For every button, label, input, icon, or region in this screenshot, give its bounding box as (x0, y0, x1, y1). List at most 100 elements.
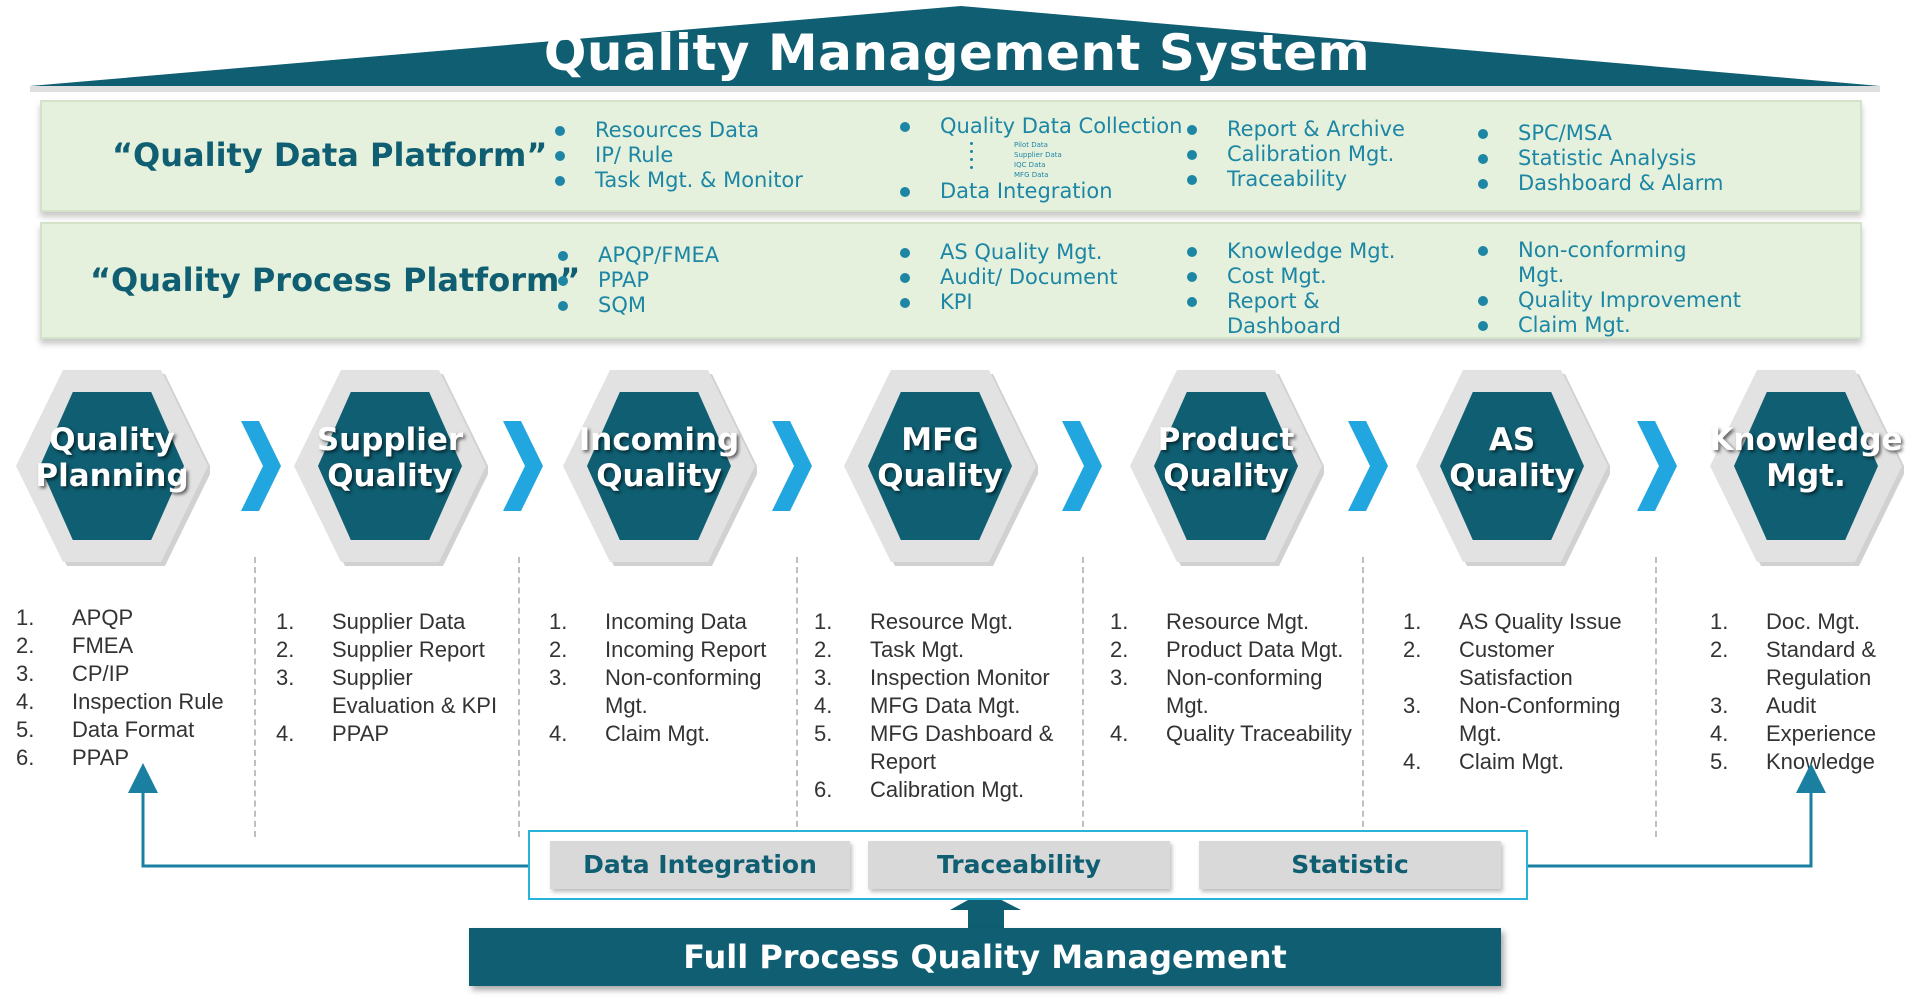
stage-items-incoming-quality: 1.Incoming Data 2.Incoming Report 3.Non-… (549, 608, 766, 748)
data-platform-item: Statistic Analysis (1473, 146, 1723, 171)
stage-item: 2.Supplier Report (276, 637, 485, 662)
stage-item: 6.Calibration Mgt. (814, 777, 1025, 802)
feature-data-integration: Data Integration (550, 841, 850, 889)
stage-item: 1.AS Quality Issue (1403, 609, 1622, 634)
stage-item: 1.Resource Mgt. (1110, 609, 1310, 634)
data-platform-item: Resources Data (550, 118, 803, 143)
stage-item: 5.Data Format (16, 717, 195, 742)
chevron-right-icon (1062, 421, 1102, 516)
stage-title-line: Quality (327, 458, 453, 494)
data-platform-title: “Quality Data Platform” (112, 136, 548, 174)
stage-item: 1.Incoming Data (549, 609, 747, 634)
chevron-right-icon (772, 421, 812, 516)
stage-items-mfg-quality: 1.Resource Mgt. 2.Task Mgt. 3.Inspection… (814, 608, 1053, 804)
stage-item: 3.Inspection Monitor (814, 665, 1050, 690)
process-platform-item: Audit/ Document (895, 265, 1118, 290)
data-collection-sources: Pilot Data Supplier Data IQC Data MFG Da… (1014, 141, 1062, 179)
process-platform-item-cont: Mgt. (1518, 263, 1565, 287)
full-process-banner: Full Process Quality Management (469, 928, 1501, 986)
stage-title-line: Incoming (578, 422, 740, 458)
data-platform-panel (40, 100, 1862, 212)
data-platform-col4: SPC/MSA Statistic Analysis Dashboard & A… (1473, 121, 1723, 196)
process-platform-panel (40, 222, 1862, 339)
stage-item: 5.MFG Dashboard &Report (814, 721, 1054, 774)
stage-item: 4.Experience (1710, 721, 1877, 746)
data-platform-item: Report & Archive (1182, 117, 1405, 142)
process-platform-item: PPAP (553, 268, 719, 293)
feature-statistic: Statistic (1199, 841, 1501, 889)
feature-traceability: Traceability (868, 841, 1170, 889)
stage-title-line: Quality (1163, 458, 1289, 494)
data-platform-item: Calibration Mgt. (1182, 142, 1405, 167)
stage-item: 3.Audit (1710, 693, 1817, 718)
stage-item: 4.PPAP (276, 721, 390, 746)
data-platform-item: Dashboard & Alarm (1473, 171, 1723, 196)
stage-item: 2.Product Data Mgt. (1110, 637, 1344, 662)
stage-title-line: Quality (596, 458, 722, 494)
process-platform-item: SQM (553, 293, 719, 318)
stage-title-line: Quality (877, 458, 1003, 494)
process-platform-title: “Quality Process Platform” (90, 261, 581, 299)
stage-title-line: Quality (1449, 458, 1575, 494)
data-platform-col2-top: Quality Data Collection (895, 114, 1182, 139)
data-platform-col2-bottom: Data Integration (895, 179, 1113, 204)
data-platform-item: Quality Data Collection (895, 114, 1182, 139)
data-platform-item: Task Mgt. & Monitor (550, 168, 803, 193)
process-platform-item: APQP/FMEA (553, 243, 719, 268)
process-platform-item: Non-conforming (1473, 238, 1741, 263)
stage-item: 5.Knowledge (1710, 749, 1875, 774)
feature-box: Data Integration Traceability Statistic (528, 830, 1528, 900)
separator (254, 557, 256, 837)
stage-title-line: Knowledge (1709, 422, 1903, 458)
process-platform-item: Knowledge Mgt. (1182, 239, 1395, 264)
stage-items-knowledge-mgt: 1.Doc. Mgt. 2.Standard &Regulation 3.Aud… (1710, 608, 1876, 776)
system-title: Quality Management System (543, 24, 1371, 82)
stage-title-line: Supplier (316, 422, 464, 458)
separator (796, 557, 798, 837)
stage-item: 6.PPAP (16, 745, 130, 770)
separator (1082, 557, 1084, 837)
process-platform-col3: Knowledge Mgt. Cost Mgt. Report & Dashbo… (1182, 239, 1395, 339)
chevron-right-icon (1637, 421, 1677, 516)
data-platform-col1: Resources Data IP/ Rule Task Mgt. & Moni… (550, 118, 803, 193)
stage-item: 1.Supplier Data (276, 609, 466, 634)
stage-items-product-quality: 1.Resource Mgt. 2.Product Data Mgt. 3.No… (1110, 608, 1352, 748)
stage-title-line: Planning (35, 458, 189, 494)
stage-item: 2.FMEA (16, 633, 134, 658)
process-platform-item: Report & (1182, 289, 1395, 314)
stage-title-line: Product (1157, 422, 1295, 458)
process-platform-item: Claim Mgt. (1473, 313, 1741, 338)
chevron-right-icon (503, 421, 543, 516)
stage-item: 4.Quality Traceability (1110, 721, 1352, 746)
stage-title-line: AS (1488, 422, 1536, 458)
data-platform-item: Traceability (1182, 167, 1405, 192)
stage-title-line: Quality (49, 422, 175, 458)
chevron-right-icon (1348, 421, 1388, 516)
chevron-right-icon (241, 421, 281, 516)
stage-item: 3.CP/IP (16, 661, 130, 686)
stage-item: 4.Claim Mgt. (1403, 749, 1565, 774)
ellipsis-dots (970, 142, 973, 174)
stage-items-quality-planning: 1.APQP 2.FMEA 3.CP/IP 4.Inspection Rule … (16, 604, 224, 772)
data-platform-col3: Report & Archive Calibration Mgt. Tracea… (1182, 117, 1405, 192)
stage-item: 2.Standard &Regulation (1710, 637, 1877, 690)
process-platform-item: AS Quality Mgt. (895, 240, 1118, 265)
process-platform-item: KPI (895, 290, 1118, 315)
data-platform-item: Data Integration (895, 179, 1113, 204)
process-platform-col1: APQP/FMEA PPAP SQM (553, 243, 719, 318)
